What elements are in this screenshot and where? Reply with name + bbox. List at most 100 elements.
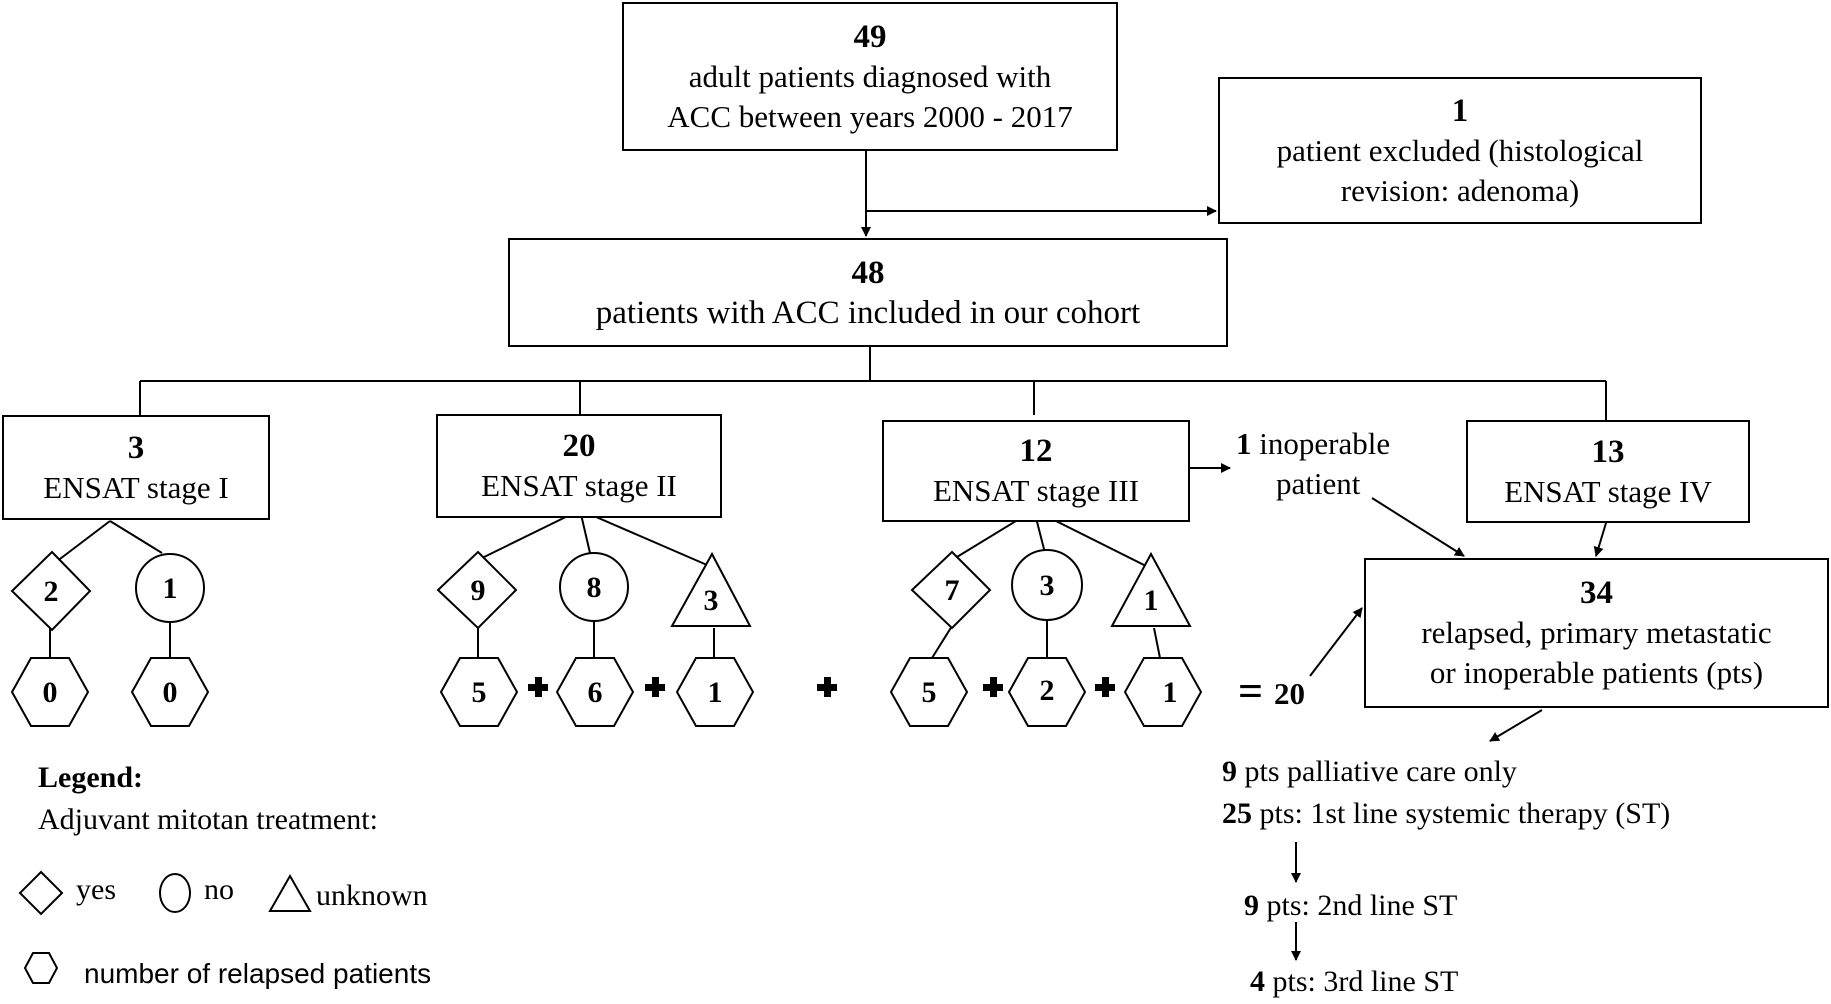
stage4-number: 13 [1591, 433, 1625, 470]
included-box: 48 patients with ACC included in our coh… [508, 238, 1228, 347]
hexagon-shape [1007, 657, 1087, 727]
stage2-unknown-relapsed: 1 [708, 676, 723, 709]
palliative-number: 9 [1222, 755, 1237, 788]
connector-relapsed-treatment [1489, 709, 1543, 742]
stage3-yes-relapsed: 5 [922, 676, 937, 709]
palliative-line: 9 pts palliative care only [1222, 754, 1517, 790]
plus-icon [817, 677, 837, 697]
hexagon-shape [555, 657, 635, 727]
tree-line [51, 520, 111, 566]
stage1-no-relapsed: 0 [163, 676, 178, 709]
hexagon-shape [889, 657, 969, 727]
second-line-text: pts: 2nd line ST [1266, 889, 1458, 922]
stage1-box: 3 ENSAT stage I [2, 415, 270, 520]
legend-subtitle: Adjuvant mitotan treatment: [38, 803, 378, 836]
stage2-no-count: 8 [587, 571, 602, 604]
stage3-box: 12 ENSAT stage III [882, 420, 1190, 522]
legend-triangle-icon [268, 873, 312, 912]
inoperable-number: 1 [1236, 426, 1252, 461]
plus-icon [528, 677, 548, 697]
connector-stage4-relapsed [1593, 522, 1607, 557]
stage3-no-relapsed: 2 [1040, 674, 1055, 707]
hexagon-shape [675, 657, 755, 727]
total-line1: adult patients diagnosed with [688, 58, 1052, 94]
relapsed-line2: or inoperable patients (pts) [1429, 655, 1764, 690]
relapsed-number: 34 [1580, 575, 1613, 611]
tree-line [109, 520, 163, 554]
legend-hexagon-icon [23, 952, 59, 984]
tree-line [1153, 627, 1161, 659]
stage3-number: 12 [1019, 433, 1053, 469]
stage2-yes-count: 9 [471, 574, 486, 607]
diamond-shape [910, 550, 992, 630]
connector-inoperable-relapsed [1371, 497, 1465, 557]
stage1-no-count: 1 [163, 572, 178, 605]
third-line-number: 4 [1250, 965, 1265, 998]
stage1-label: ENSAT stage I [43, 469, 229, 505]
legend-relapsed-label: number of relapsed patients [84, 958, 432, 989]
legend-unknown-label: unknown [316, 879, 428, 912]
excluded-line1: patient excluded (histological [1276, 132, 1644, 168]
hexagon-shape [10, 657, 90, 727]
first-line-text: pts: 1st line systemic therapy (ST) [1259, 797, 1671, 830]
third-line-text: pts: 3rd line ST [1272, 965, 1459, 998]
hexagon-shape [130, 657, 210, 727]
stage4-box: 13 ENSAT stage IV [1466, 420, 1750, 523]
tree-line [931, 625, 953, 659]
first-line-therapy: 25 pts: 1st line systemic therapy (ST) [1222, 796, 1670, 832]
triangle-shape [1110, 551, 1192, 627]
stage2-number: 20 [562, 428, 596, 464]
second-line-therapy: 9 pts: 2nd line ST [1244, 888, 1457, 924]
inoperable-line2: patient [1276, 466, 1361, 501]
included-line1: patients with ACC included in our cohort [595, 294, 1141, 331]
legend-diamond-icon [18, 870, 64, 916]
total-number: 49 [853, 18, 887, 55]
total-patients-box: 49 adult patients diagnosed with ACC bet… [622, 2, 1118, 151]
stage1-yes-count: 2 [44, 575, 59, 608]
legend-yes-label: yes [76, 873, 116, 906]
legend-title: Legend: [38, 761, 143, 794]
excluded-box: 1 patient excluded (histological revisio… [1218, 77, 1702, 224]
relapsed-line1: relapsed, primary metastatic [1421, 615, 1772, 650]
first-line-number: 25 [1222, 797, 1252, 830]
stage3-unknown-count: 1 [1144, 584, 1159, 617]
stage2-yes-relapsed: 5 [472, 676, 487, 709]
diamond-shape [10, 550, 92, 632]
stage3-unknown-relapsed: 1 [1163, 676, 1178, 709]
stage3-no-count: 3 [1040, 569, 1055, 602]
circle-shape [559, 552, 629, 622]
legend-circle-icon [159, 873, 191, 913]
diamond-shape [436, 550, 518, 630]
sum-total: 20 [1274, 676, 1305, 711]
relapsed-box: 34 relapsed, primary metastatic or inope… [1364, 558, 1829, 708]
plus-icon [645, 677, 665, 697]
excluded-line2: revision: adenoma) [1340, 172, 1580, 208]
palliative-text: pts palliative care only [1244, 755, 1517, 788]
circle-shape [135, 553, 205, 623]
plus-icon [983, 677, 1003, 697]
plus-icon [1095, 677, 1115, 697]
tree-line [579, 509, 715, 569]
inoperable-line1: 1 inoperable [1236, 426, 1390, 462]
stage3-yes-count: 7 [945, 574, 960, 607]
total-line2: ACC between years 2000 - 2017 [667, 98, 1073, 134]
second-line-number: 9 [1244, 889, 1259, 922]
circle-shape [1011, 549, 1083, 621]
stage3-label: ENSAT stage III [932, 473, 1140, 508]
stage1-number: 3 [127, 429, 145, 466]
third-line-therapy: 4 pts: 3rd line ST [1250, 964, 1458, 1000]
triangle-shape [670, 551, 752, 627]
stage2-unknown-count: 3 [704, 584, 719, 617]
sum-equals: = [1238, 667, 1264, 716]
excluded-number: 1 [1451, 92, 1469, 129]
stage2-box: 20 ENSAT stage II [436, 414, 722, 518]
stage4-label: ENSAT stage IV [1504, 473, 1712, 509]
included-number: 48 [851, 254, 885, 291]
stage2-label: ENSAT stage II [481, 468, 677, 503]
legend-no-label: no [204, 873, 234, 906]
stage1-yes-relapsed: 0 [43, 676, 58, 709]
connector-sum-relapsed [1309, 607, 1363, 677]
hexagon-shape [439, 657, 519, 727]
stage2-no-relapsed: 6 [588, 676, 603, 709]
